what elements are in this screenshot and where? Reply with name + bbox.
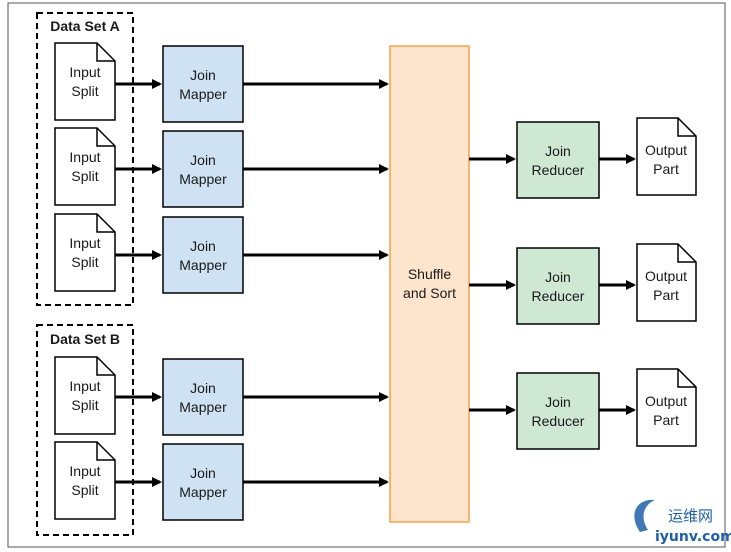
output-part-2-line1: Output [645,268,687,284]
join-mapper-5-line2: Mapper [179,484,227,500]
shuffle-line1: Shuffle [408,266,452,282]
input-split-1: Input Split [54,42,116,121]
join-mapper-1: Join Mapper [162,45,244,123]
input-split-1-line1: Input [69,64,100,80]
join-reducer-2-line2: Reducer [532,288,585,304]
join-mapper-3-line1: Join [190,238,216,254]
input-split-2-line1: Input [69,149,100,165]
join-mapper-3: Join Mapper [162,216,244,294]
join-mapper-3-line2: Mapper [179,257,227,273]
output-part-1: Output Part [636,117,697,196]
join-mapper-4-line2: Mapper [179,399,227,415]
join-reducer-1-line2: Reducer [532,162,585,178]
join-mapper-5-line1: Join [190,465,216,481]
join-mapper-1-line2: Mapper [179,86,227,102]
group-box-data-set-b [36,324,134,536]
output-part-1-line1: Output [645,142,687,158]
input-split-2-line2: Split [71,168,98,184]
input-split-5: Input Split [54,441,116,520]
join-reducer-2-line1: Join [545,269,571,285]
join-reducer-2: Join Reducer [516,247,600,325]
input-split-1-line2: Split [71,83,98,99]
shuffle-and-sort: Shuffle and Sort [389,45,470,523]
input-split-4-line1: Input [69,378,100,394]
shuffle-line2: and Sort [403,285,456,301]
join-mapper-2-line1: Join [190,152,216,168]
output-part-1-line2: Part [653,161,679,177]
join-reducer-1: Join Reducer [516,121,600,199]
group-label-data-set-b: Data Set B [50,331,120,347]
group-box-data-set-a [36,12,134,306]
input-split-5-line1: Input [69,463,100,479]
join-mapper-4: Join Mapper [162,358,244,436]
watermark-text: 运维网 [668,507,713,525]
join-mapper-1-line1: Join [190,67,216,83]
output-part-2-line2: Part [653,287,679,303]
input-split-5-line2: Split [71,482,98,498]
input-split-3: Input Split [54,213,116,292]
watermark-logo-icon [634,499,655,532]
output-part-3: Output Part [636,368,697,447]
watermark-url: iyunv.com [655,529,731,545]
join-reducer-3: Join Reducer [516,372,600,450]
input-split-4-line2: Split [71,397,98,413]
output-part-2: Output Part [636,243,697,322]
output-part-3-line1: Output [645,393,687,409]
join-reducer-1-line1: Join [545,143,571,159]
group-label-data-set-a: Data Set A [50,18,120,34]
join-mapper-4-line1: Join [190,380,216,396]
output-part-3-line2: Part [653,412,679,428]
join-reducer-3-line2: Reducer [532,413,585,429]
join-mapper-2-line2: Mapper [179,171,227,187]
watermark: 运维网 iyunv.com [634,499,731,545]
join-mapper-5: Join Mapper [162,443,244,521]
input-split-2: Input Split [54,127,116,206]
outer-frame [7,2,726,548]
join-reducer-3-line1: Join [545,394,571,410]
input-split-3-line1: Input [69,235,100,251]
join-mapper-2: Join Mapper [162,130,244,208]
input-split-4: Input Split [54,356,116,435]
input-split-3-line2: Split [71,254,98,270]
